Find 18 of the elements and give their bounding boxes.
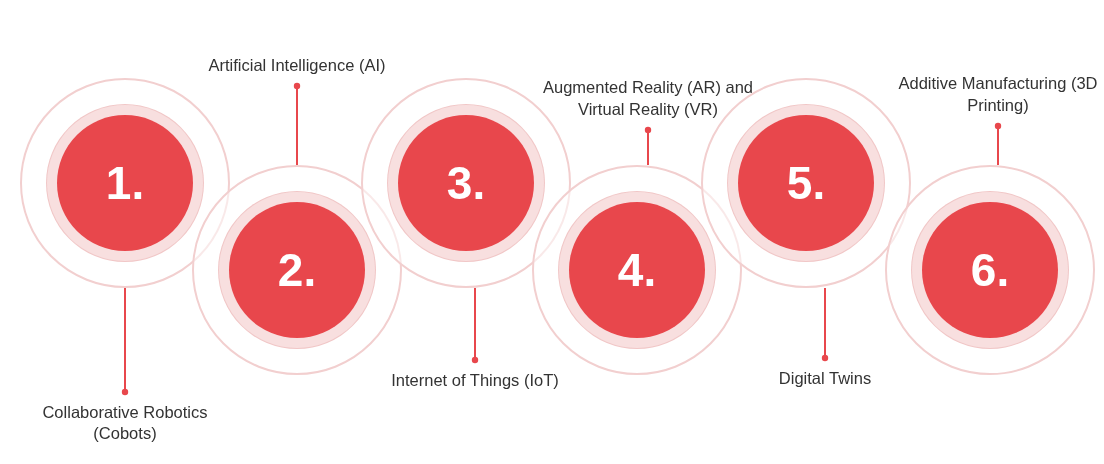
leader-line: [821, 287, 829, 362]
step-number: 6.: [970, 243, 1010, 297]
step-label: Digital Twins: [778, 369, 872, 387]
step-label: Additive Manufacturing (3D Printing): [898, 74, 1098, 114]
step-label: Augmented Reality (AR) and Virtual Reality (VR): [543, 78, 753, 118]
step-number: 4.: [617, 243, 657, 297]
leader-line: [471, 287, 479, 364]
step-number: 5.: [786, 156, 826, 210]
step-number: 1.: [105, 156, 145, 210]
leader-line: [121, 287, 129, 396]
step-label: Artificial Intelligence (AI): [208, 55, 386, 74]
leader-line: [644, 126, 652, 166]
step-label: Collaborative Robotics (Cobots): [42, 403, 208, 443]
step-number: 2.: [277, 243, 317, 297]
leader-line: [994, 122, 1002, 166]
step-number: 3.: [446, 156, 486, 210]
step-label: Internet of Things (IoT): [391, 371, 559, 389]
leader-line: [293, 82, 301, 166]
